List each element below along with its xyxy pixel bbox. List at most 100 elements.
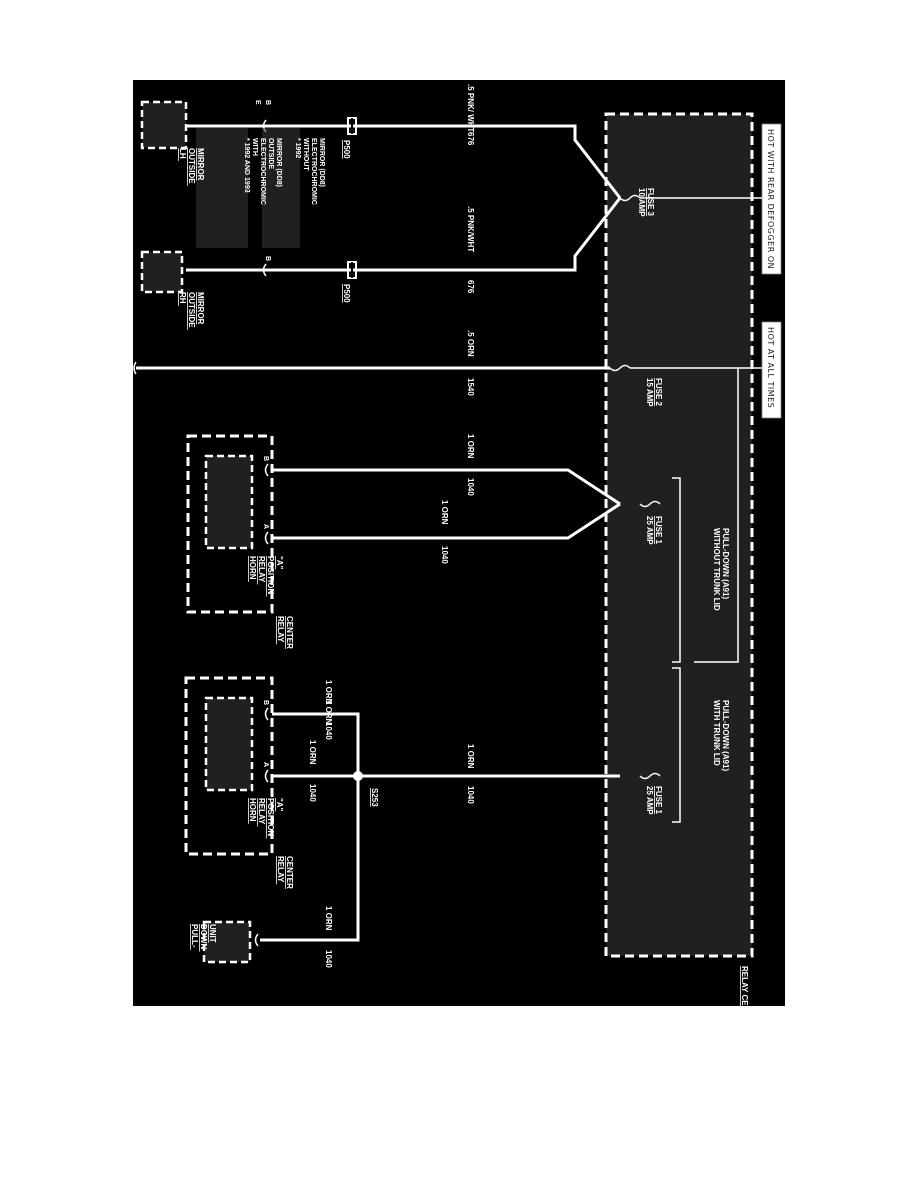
rh-mirror-outline	[140, 250, 184, 294]
wire-b-mid-color: 1 ORN	[308, 740, 317, 765]
pulldown-unit-label: PULL- DOWN UNIT	[190, 924, 217, 952]
horn-relay-a-l4: "A"	[275, 556, 284, 570]
wire-a-upper-circuit: 1040	[466, 478, 475, 496]
pulldown-unit-pin	[254, 933, 259, 947]
bracket-without-l2: PULL-DOWN (A91)	[721, 528, 730, 599]
fuse3-symbol	[619, 194, 641, 202]
horn-relay-a-inner	[204, 454, 254, 550]
wire-orn-color: .5 ORN	[466, 330, 475, 357]
bracket-without-l1: WITHOUT TRUNK LID	[712, 528, 721, 611]
lh-mirror-l1: LH	[178, 148, 187, 159]
horn-relay-a-l3: POSITION	[266, 556, 275, 594]
horn-relay-b-pin-a	[264, 769, 269, 783]
lh-mirror-outline	[140, 100, 188, 150]
note-without-l4: MIRROR (DD8)	[318, 138, 325, 187]
horn-relay-b-l3: POSITION	[266, 798, 275, 836]
wire-b-mid-circuit: 1040	[308, 784, 317, 802]
note-without-l3: ELECTROCHROMIC	[310, 138, 317, 205]
relay-center-b-label: RELAY CENTER	[276, 856, 294, 889]
bracket-with-l1: WITH TRUNK LID	[712, 700, 721, 766]
horn-relay-b-inner-shade	[206, 698, 252, 790]
pulldown-unit-l2: DOWN	[199, 924, 208, 950]
bus-fuse1-feed	[694, 368, 739, 663]
note-without-l2: WITHOUT	[302, 138, 309, 171]
rh-mirror-label: RH OUTSIDE MIRROR	[178, 292, 205, 330]
note-with-l4: OUTSIDE	[267, 138, 274, 169]
lh-pin-b: B	[264, 100, 271, 105]
note-without-l1: * 1992	[294, 138, 301, 158]
horn-relay-b-l4: "A"	[275, 798, 284, 812]
hot-rear-defogger-label: HOT WITH REAR DEFOGGER ON	[766, 129, 775, 269]
horn-relay-b-outer	[184, 676, 274, 856]
horn-relay-b-pin-a-label: A	[262, 762, 269, 767]
note-with-l1: * 1992 AND 1993	[243, 138, 250, 193]
bracket-with-label: WITH TRUNK LID PULL-DOWN (A91)	[712, 700, 730, 771]
relay-center-a-l2: CENTER	[285, 616, 294, 649]
wire-a-lower-circuit: 1040	[440, 546, 449, 564]
splice-s253	[353, 771, 363, 781]
wire-pd-color: 1 ORN	[324, 906, 333, 931]
lh-mirror-l2: OUTSIDE	[187, 148, 196, 184]
wire-b-upper-color: 1 ORN	[324, 700, 333, 725]
wire-rh-mirror	[186, 197, 622, 272]
lh-mirror-box	[142, 102, 186, 148]
horn-relay-b-label: HORN RELAY POSITION "A"	[248, 798, 284, 838]
horn-relay-b-inner	[204, 696, 254, 792]
pulldown-unit-l1: PULL-	[190, 924, 199, 948]
fuse1-a-symbol	[639, 500, 661, 508]
relay-center-box	[606, 114, 752, 956]
horn-relay-a-label: HORN RELAY POSITION "A"	[248, 556, 284, 596]
relay-center-label: RELAY CENTER	[740, 966, 749, 1028]
rh-mirror-l2: OUTSIDE	[187, 292, 196, 328]
pulldown-unit-shade	[204, 922, 250, 962]
wire-rh-circuit: 676	[466, 280, 475, 294]
rh-pin-mark	[262, 263, 267, 277]
lh-p500-connector	[347, 117, 357, 135]
wire-horn-a-lower	[272, 502, 621, 540]
hot-rear-defogger-box	[761, 123, 782, 275]
bracket-without-label: WITHOUT TRUNK LID PULL-DOWN (A91)	[712, 528, 730, 613]
rh-mirror-l1: RH	[178, 292, 187, 304]
splice-s253-label: S253	[370, 788, 379, 807]
horn-relay-a-outer	[186, 434, 274, 614]
horn-relay-b-pin-b	[264, 707, 269, 721]
note-with-l2: WITH	[251, 138, 258, 156]
wire-horn-a-upper	[272, 468, 621, 506]
wire-pd-circuit: 1040	[324, 950, 333, 968]
rh-mirror-box	[142, 252, 182, 292]
rh-mirror-l3: MIRROR	[196, 292, 205, 325]
lh-p500-label: P500	[342, 140, 351, 159]
wire-a-lower-color: 1 ORN	[440, 500, 449, 525]
fuse1-a-label: FUSE 1	[654, 516, 663, 545]
fuse2-amp: 15 AMP	[645, 378, 654, 407]
wire-lh-circuit: 676	[466, 132, 475, 146]
note-with-l3: ELECTROCHROMIC	[259, 138, 266, 205]
fuse2-label: FUSE 2	[654, 378, 663, 407]
note-with: * 1992 AND 1993 WITH ELECTROCHROMIC OUTS…	[243, 138, 282, 207]
wire-orn-circuit: 1540	[466, 378, 475, 396]
horn-relay-b-l1: HORN	[248, 798, 257, 822]
horn-relay-a-l2: RELAY	[257, 556, 266, 583]
wire-rh-color: .5 PNK/WHT	[466, 206, 475, 252]
lh-pin-e: E	[254, 100, 261, 105]
lh-mirror-l3: MIRROR	[196, 148, 205, 181]
horn-relay-a-inner-shade	[206, 456, 252, 548]
note-without-shade	[262, 128, 300, 248]
relay-center-outline	[604, 112, 754, 958]
wire-b-stub-color: 1 ORN	[324, 680, 333, 705]
bracket-with-l2: PULL-DOWN (A91)	[721, 700, 730, 771]
rh-p500-connector	[347, 261, 357, 279]
horn-relay-b-pin-b-label: B	[262, 700, 269, 705]
fuse3-label: FUSE 3	[646, 188, 655, 217]
hot-all-times-label: HOT AT ALL TIMES	[766, 327, 775, 408]
relay-center-b-l2: CENTER	[285, 856, 294, 889]
fuse1-a-amp: 25 AMP	[645, 516, 654, 545]
wire-a-upper-color: 1 ORN	[466, 434, 475, 459]
bracket-with	[672, 667, 681, 823]
horn-relay-b-l2: RELAY	[257, 798, 266, 825]
fuse1-b-amp: 25 AMP	[645, 786, 654, 815]
note-with-shade	[196, 128, 248, 248]
rh-p500-label: P500	[342, 284, 351, 303]
hot-all-times-box	[761, 321, 782, 419]
